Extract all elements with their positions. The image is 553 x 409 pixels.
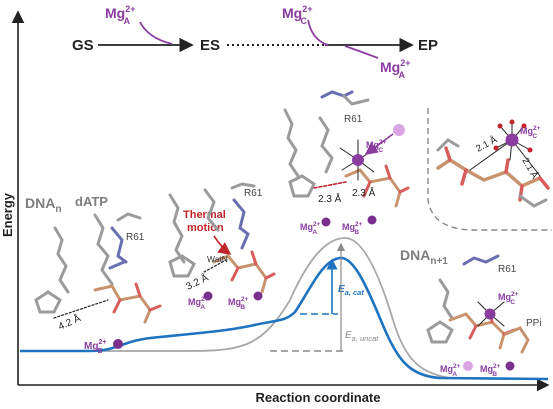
dist-label-3a: 2.3 Å	[318, 192, 342, 205]
thermal-arrow	[213, 235, 232, 255]
inset-boundary	[427, 108, 552, 231]
es-label: ES	[200, 37, 220, 54]
mg-c-label-inset: Mg2+C	[520, 125, 541, 140]
mg-c-sphere-4	[484, 308, 496, 320]
mg-a-label-2: Mg2+A	[188, 296, 209, 311]
mg-a-sphere-2	[203, 291, 213, 301]
r61-label-2: R61	[244, 188, 263, 199]
uncat-barrier-label: Ea, uncat	[345, 330, 379, 343]
mg-b-label-2: Mg2+B	[228, 296, 249, 311]
mg-a-label-4: Mg2+A	[440, 363, 461, 378]
uncatalyzed-curve	[20, 237, 549, 380]
cat-barrier-label: Ea, cat	[338, 284, 364, 297]
dna-n-label: DNAn	[25, 195, 61, 215]
panel-product: DNAn+1 R61 Mg2+C PPi Mg2+A Mg2+B	[400, 247, 542, 378]
mg-c-move-arrow	[364, 133, 394, 155]
inset-model	[436, 119, 550, 208]
r61-label-3: R61	[344, 114, 363, 125]
mg-b-label-4: Mg2+B	[480, 363, 501, 378]
mg-c-top-label: Mg2+C	[282, 4, 312, 26]
mg-b-label-3: Mg2+B	[342, 221, 363, 236]
mg-a-right-label: Mg2+A	[380, 58, 410, 80]
watn-label: WatN	[207, 254, 228, 264]
mg-a-top-label: Mg2+A	[105, 4, 135, 26]
axes: Energy Reaction coordinate	[0, 10, 550, 405]
dist-label-3b: 2.3 Å	[352, 186, 376, 199]
r61-label-4: R61	[498, 264, 517, 275]
nucleotide-model-1	[34, 212, 162, 324]
y-axis-label: Energy	[0, 192, 15, 237]
gs-label: GS	[72, 37, 94, 54]
inset-zoom: Mg2+C 2.1 Å 2.1 Å	[427, 108, 552, 231]
mg-c-sphere-3	[352, 154, 364, 166]
mg-b-sphere-4	[505, 361, 515, 371]
mg-b-sphere-1	[113, 339, 123, 349]
r61-label-1: R61	[126, 232, 145, 243]
mg-c-label-4: Mg2+C	[498, 291, 519, 306]
mg-a-sphere-3	[321, 217, 331, 227]
nucleotide-model-4	[426, 254, 530, 354]
mg-b-sphere-2	[253, 291, 263, 301]
thermal-label-1: Thermal	[183, 209, 226, 221]
energy-curves: Ea, cat Ea, uncat	[20, 237, 549, 381]
dna-n1-label: DNAn+1	[400, 247, 448, 267]
catalyzed-curve	[20, 256, 549, 381]
nucleotide-model-3	[283, 90, 410, 208]
mg-a-label-3: Mg2+A	[300, 221, 321, 236]
ep-label: EP	[418, 37, 438, 54]
mg-b-label-1: Mg2+B	[84, 339, 106, 355]
mg-c-enter-arrow	[307, 19, 329, 46]
mg-c-sphere-inset	[505, 133, 519, 147]
panel-ground-state: DNAn dATP R61 4.2 Å Mg2+B	[25, 194, 162, 355]
reaction-scheme: GS Mg2+A ES Mg2+C Mg2+A EP	[72, 4, 438, 80]
thermal-label-2: motion	[187, 222, 224, 234]
mg-a-ghost-4	[463, 361, 473, 371]
mg-c-ghost-3	[393, 124, 405, 136]
x-axis-label: Reaction coordinate	[256, 390, 381, 405]
mg-c-label-3: Mg2+C	[366, 139, 387, 154]
nucleotide-model-2	[168, 182, 276, 294]
mg-b-sphere-3	[367, 215, 377, 225]
mg-a-enter-arrow	[139, 21, 173, 45]
datp-label: dATP	[75, 194, 108, 209]
panel-transition: R61 Mg2+C 2.3 Å 2.3 Å Mg2+A	[283, 90, 410, 236]
ppi-label: PPi	[526, 318, 542, 329]
dist-label-1: 4.2 Å	[56, 311, 83, 333]
panel-thermal-motion: R61 Thermal motion WatN 3.2 Å Mg2+A Mg2+…	[168, 182, 276, 311]
mg-a-exit-arrow	[344, 45, 379, 59]
